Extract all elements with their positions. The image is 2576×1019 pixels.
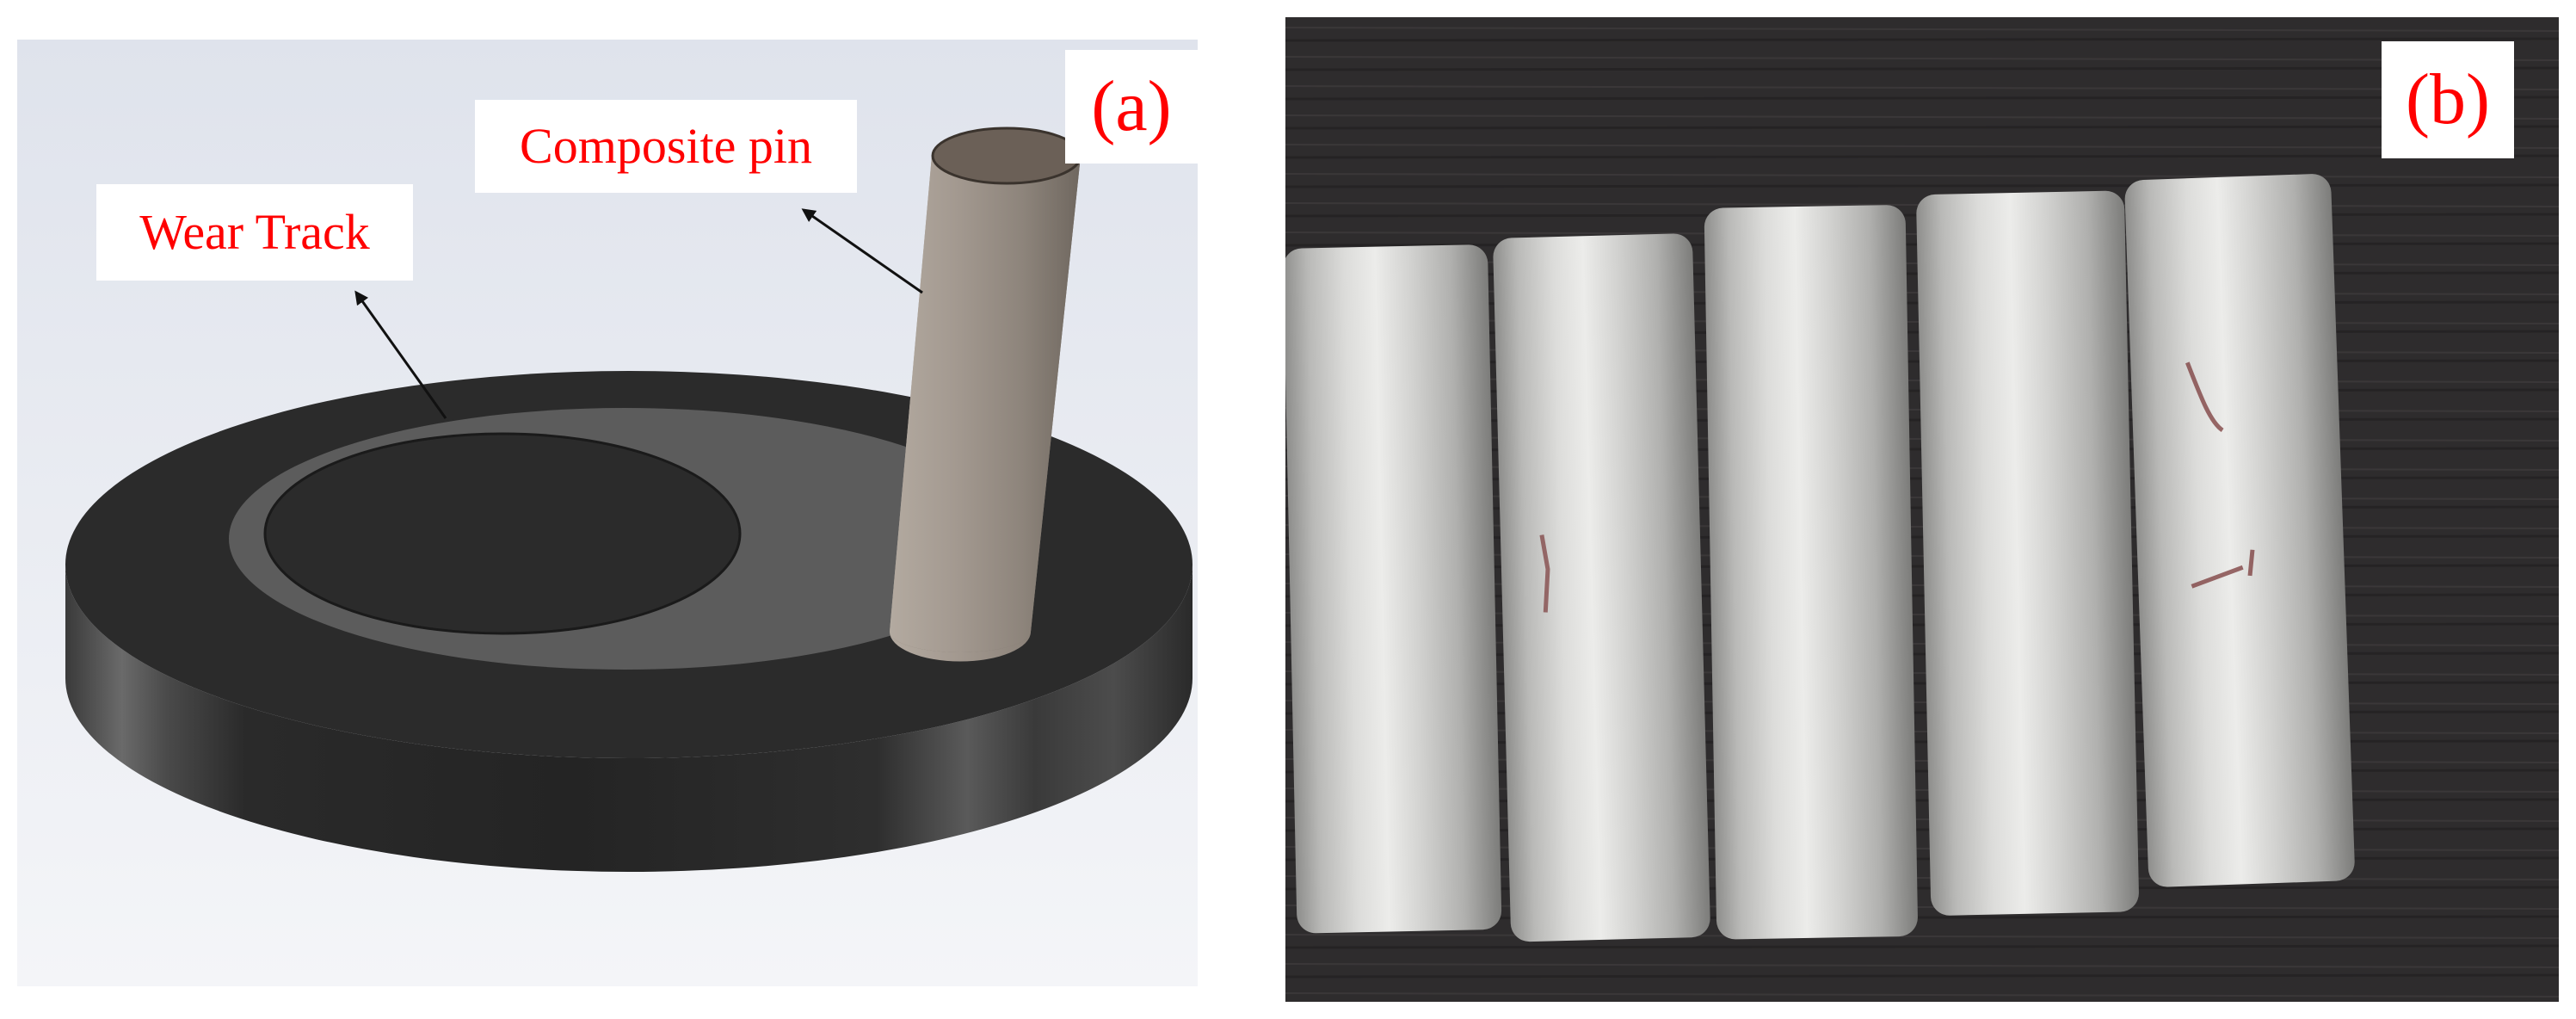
composite-pin-label: Composite pin	[475, 100, 857, 193]
disc-center	[263, 432, 742, 635]
wear-track-arrow	[354, 290, 447, 419]
wear-track-label: Wear Track	[96, 184, 413, 281]
composite-pin-arrow	[801, 208, 923, 294]
photo-drawing	[1285, 17, 2559, 1002]
panel-b-tag: (b)	[2382, 41, 2514, 158]
metal-pin	[1916, 190, 2139, 916]
schematic-drawing	[17, 40, 1198, 986]
metal-pin	[1493, 233, 1710, 942]
pin-on-disc-schematic: Wear Track Composite pin (a)	[17, 40, 1198, 986]
pin-top-face	[931, 127, 1082, 185]
panel-a-tag: (a)	[1065, 50, 1198, 164]
composite-pin	[890, 127, 1082, 662]
composite-pins-photo: (b)	[1285, 17, 2559, 1002]
metal-pin	[1704, 205, 1918, 940]
metal-pin	[2124, 174, 2355, 887]
disc-side	[65, 565, 1192, 872]
metal-pin	[1285, 244, 1502, 934]
